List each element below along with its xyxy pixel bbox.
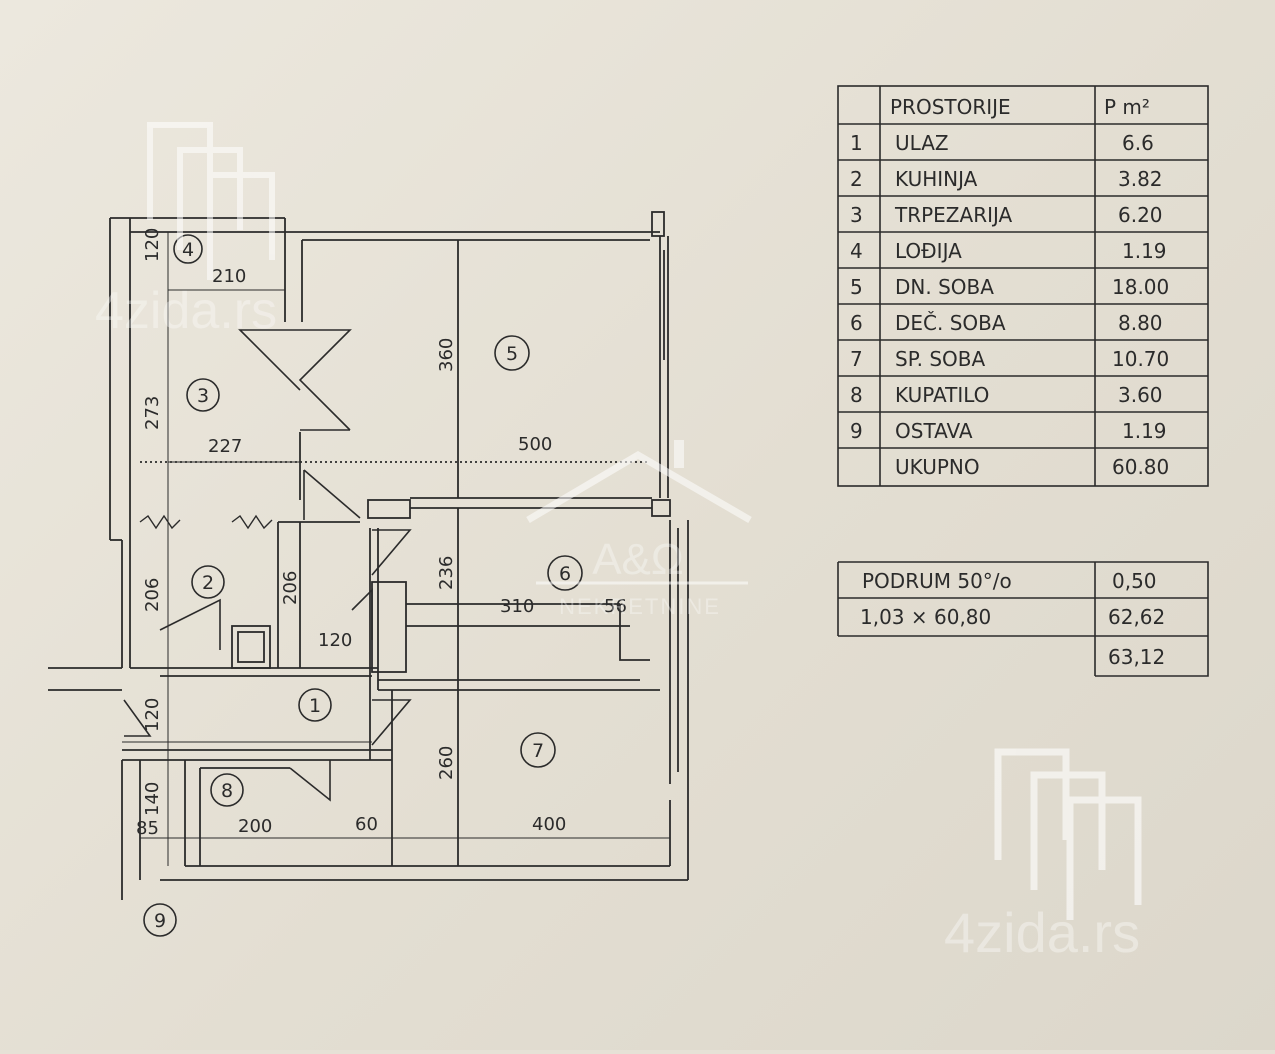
room-2-marker (191, 565, 225, 599)
room-8-marker (210, 773, 244, 807)
table-row-area: 3.60 (1118, 383, 1163, 407)
dim-label: 120 (142, 698, 163, 732)
table-row-name: KUPATILO (895, 383, 989, 407)
room-number: 8 (221, 780, 233, 802)
wall-break-marks (139, 514, 273, 530)
table-row-no: 9 (850, 419, 863, 443)
dim-label: 120 (142, 228, 163, 262)
table-total-label: UKUPNO (895, 455, 980, 479)
house-roof-icon (526, 450, 752, 524)
watermark-bottom-right: 4zida.rs (944, 748, 1142, 964)
summary-text: PODRUM 50°/o 0,50 1,03 × 60,80 62,62 63,… (860, 569, 1165, 669)
watermark-logo-text: A&Ω (592, 535, 684, 584)
table-row-area: 1.19 (1122, 239, 1167, 263)
watermark-logo-icon (994, 748, 1142, 920)
room-number: 6 (559, 563, 571, 585)
table-row-area: 6.6 (1122, 131, 1154, 155)
watermark-center-logo: A&Ω NEKRETNINE (526, 440, 752, 619)
table-row-area: 1.19 (1122, 419, 1167, 443)
dim-label: 85 (136, 818, 159, 839)
table-row-no: 4 (850, 239, 863, 263)
dimension-labels: 120 210 273 227 360 500 206 206 236 310 … (136, 228, 627, 839)
room-number: 4 (182, 239, 194, 261)
area-table (837, 85, 1209, 487)
summary-table (837, 561, 1209, 677)
watermark-text: 4zida.rs (944, 901, 1140, 964)
dim-label: 56 (604, 596, 627, 617)
table-row-no: 1 (850, 131, 863, 155)
table-row-no: 3 (850, 203, 863, 227)
room-number: 5 (506, 343, 518, 365)
dim-label: 310 (500, 596, 534, 617)
dim-label: 210 (212, 266, 246, 287)
dim-label: 200 (238, 816, 272, 837)
table-row-no: 6 (850, 311, 863, 335)
room-4-marker (173, 234, 203, 264)
table-row-area: 10.70 (1112, 347, 1169, 371)
dim-label: 206 (280, 571, 301, 605)
dim-label: 206 (142, 578, 163, 612)
summary-factor-label: 1,03 × 60,80 (860, 605, 991, 629)
table-row-no: 7 (850, 347, 863, 371)
room-number: 9 (154, 910, 166, 932)
room-markers (143, 234, 583, 937)
area-table-text: PROSTORIJE P m² 1 ULAZ 6.6 2 KUHINJA 3.8… (850, 95, 1169, 479)
watermark-text: 4zida.rs (95, 282, 277, 340)
room-5-marker (494, 335, 530, 371)
room-3-marker (186, 378, 220, 412)
room-9-marker (143, 903, 177, 937)
table-row-area: 18.00 (1112, 275, 1169, 299)
room-number: 7 (532, 740, 544, 762)
watermark-logo-icon (147, 122, 275, 280)
table-row-no: 2 (850, 167, 863, 191)
doors (123, 329, 412, 802)
table-row-name: DEČ. SOBA (895, 311, 1006, 335)
watermark-agency-text: NEKRETNINE (559, 594, 721, 619)
room-7-marker (520, 732, 556, 768)
dim-label: 227 (208, 436, 242, 457)
room-1-marker (298, 688, 332, 722)
dimension-lines (122, 232, 670, 866)
dim-label: 500 (518, 434, 552, 455)
dim-label: 400 (532, 814, 566, 835)
dim-label: 60 (355, 814, 378, 835)
dim-label: 360 (436, 338, 457, 372)
table-row-name: ULAZ (895, 131, 949, 155)
table-row-no: 8 (850, 383, 863, 407)
dim-label: 120 (318, 630, 352, 651)
table-row-area: 6.20 (1118, 203, 1163, 227)
table-header-rooms: PROSTORIJE (890, 95, 1011, 119)
summary-total-value: 63,12 (1108, 645, 1165, 669)
table-row-no: 5 (850, 275, 863, 299)
table-row-name: SP. SOBA (895, 347, 986, 371)
watermark-top-left: 4zida.rs (95, 122, 277, 340)
table-row-name: KUHINJA (895, 167, 978, 191)
table-header-area: P m² (1104, 95, 1150, 119)
room-numbers: 1 2 3 4 5 6 7 8 9 (154, 239, 571, 932)
table-row-area: 3.82 (1118, 167, 1163, 191)
summary-basement-value: 0,50 (1112, 569, 1157, 593)
room-6-marker (547, 555, 583, 591)
room-number: 3 (197, 385, 209, 407)
dim-label: 236 (436, 556, 457, 590)
chimney-icon (674, 440, 684, 468)
room-number: 1 (309, 695, 321, 717)
summary-factor-value: 62,62 (1108, 605, 1165, 629)
dim-label: 273 (142, 396, 163, 430)
table-row-area: 8.80 (1118, 311, 1163, 335)
room-number: 2 (202, 572, 214, 594)
table-row-name: DN. SOBA (895, 275, 994, 299)
summary-basement-label: PODRUM 50°/o (862, 569, 1012, 593)
table-total-value: 60.80 (1112, 455, 1169, 479)
table-row-name: LOĐIJA (895, 239, 962, 263)
dim-label: 140 (142, 782, 163, 816)
table-row-name: TRPEZARIJA (894, 203, 1013, 227)
table-row-name: OSTAVA (895, 419, 973, 443)
area-table-frame (837, 85, 1209, 487)
dim-label: 260 (436, 746, 457, 780)
